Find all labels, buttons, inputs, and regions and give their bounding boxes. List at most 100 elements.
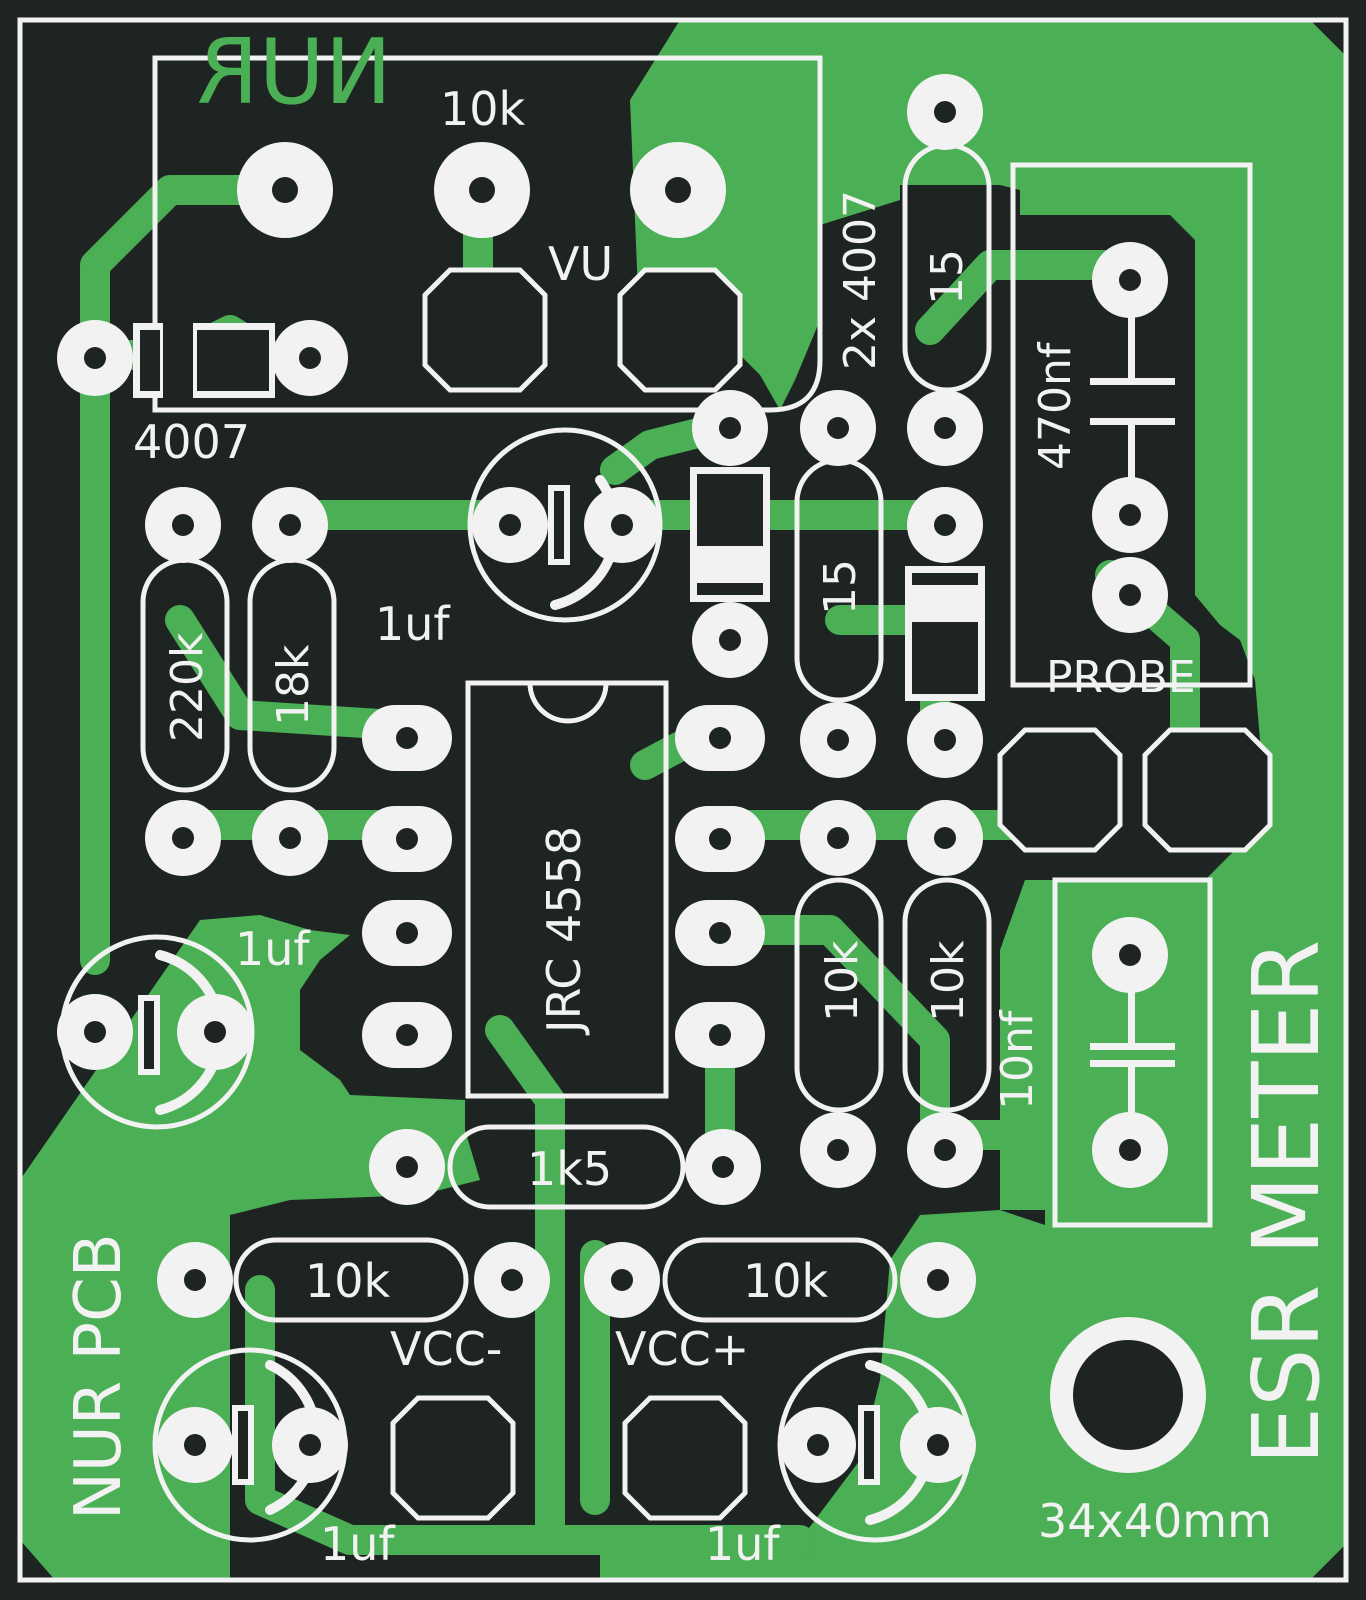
probe-label: PROBE (1046, 652, 1196, 703)
pot-outline (152, 55, 823, 413)
cap-10nf-lead-top (1128, 970, 1135, 1045)
resistor-15-top-label: 15 (922, 249, 973, 305)
drill-diode-left-a (84, 347, 106, 369)
drill-pot-2 (469, 177, 495, 203)
cap-1uf-bottom-right-label: 1uf (705, 1517, 781, 1571)
board-title: ESR METER (1233, 940, 1340, 1465)
drill-cap-top-right (611, 514, 633, 536)
cap-1uf-bottom-left-label: 1uf (320, 1517, 396, 1571)
drill-pot-right-square (667, 317, 693, 343)
resistor-10k-b-label: 10k (923, 940, 974, 1022)
vcc-minus-label: VCC- (390, 1322, 502, 1376)
resistor-10k-bottom-left-label: 10k (305, 1254, 391, 1308)
cap-1uf-left-polarity-bar-inner (144, 1001, 154, 1069)
drill-ic-pin-4 (396, 1024, 418, 1046)
copper-pour-bottom-left (20, 915, 480, 1580)
cap-1uf-bottom-left-polarity-bar-inner (238, 1411, 248, 1479)
resistor-1k5-label: 1k5 (527, 1142, 612, 1196)
drill-470nf-top (934, 101, 956, 123)
cap-1uf-top-polarity-bar-inner (554, 491, 564, 559)
drill-cap-left-b (204, 1021, 226, 1043)
diode-pair-a-inner-bottom (697, 583, 763, 595)
diode-pair-a-inner (697, 474, 763, 546)
drill-18k-top (279, 514, 301, 536)
resistor-10k-bottom-left-body (233, 1237, 469, 1323)
drill-probe-3 (1119, 584, 1141, 606)
diode-pair-b-inner (912, 622, 978, 694)
drill-1k5-left (396, 1156, 418, 1178)
trace-pot-left-to-power (80, 175, 295, 975)
resistor-10k-b-body (902, 877, 992, 1113)
board-size-label: 34x40mm (1038, 1494, 1272, 1548)
diode-left-label: 4007 (133, 415, 250, 469)
pot-label: VU (548, 237, 613, 291)
resistor-10k-bottom-right-body (662, 1237, 898, 1323)
drill-cap-bl-b (299, 1434, 321, 1456)
drill-row-right (934, 514, 956, 536)
ic-label: JRC 4558 (537, 826, 591, 1036)
drill-15-mid-bottom (827, 729, 849, 751)
cap-470nf-lead-bottom (1128, 422, 1135, 502)
drill-10nf-top (1119, 944, 1141, 966)
drill-10k-a-bottom (827, 1139, 849, 1161)
cap-470nf-plate-bottom (1090, 418, 1175, 425)
cap-470nf-plate-top (1090, 378, 1175, 385)
drill-probe-left-square (1047, 777, 1073, 803)
drill-10k-a-top (827, 827, 849, 849)
diode-left-cathode-band (163, 323, 193, 398)
resistor-15-mid-label: 15 (815, 559, 866, 615)
drill-pot-3 (665, 177, 691, 203)
drill-holes (84, 101, 1220, 1471)
drill-vcc-minus (440, 1445, 466, 1471)
resistor-10k-bottom-right-label: 10k (743, 1254, 829, 1308)
drill-cap-br-a (807, 1434, 829, 1456)
drill-probe-2 (1119, 504, 1141, 526)
diode-left-inner-right (197, 330, 269, 391)
pot-value-label: 10k (440, 82, 526, 136)
copper-pour-top-right (630, 20, 1345, 1580)
drill-ic-pin-2 (396, 828, 418, 850)
silkscreen-labels: NUR 10k VU 4007 2x 4007 15 470nf 1uf 15 … (62, 20, 1340, 1571)
drill-10k-b-top (934, 827, 956, 849)
drill-220k-bottom (172, 827, 194, 849)
drill-10k-br-left (611, 1269, 633, 1291)
drill-ic-pin-1 (396, 727, 418, 749)
resistor-18k-label: 18k (268, 644, 319, 726)
drill-probe-1 (1119, 269, 1141, 291)
vcc-plus-label: VCC+ (615, 1322, 749, 1376)
resistor-1k5-body (447, 1124, 686, 1210)
drill-ic-pin-8 (709, 727, 731, 749)
cap-1uf-bottom-right-polarity-bar-inner (864, 1411, 874, 1479)
diode-pair-b-inner-top (912, 573, 978, 585)
ic-outline (465, 680, 669, 1099)
drill-cap-br-b (927, 1434, 949, 1456)
drill-diode-pair-bottom (719, 629, 741, 651)
drill-ic-pin-5 (709, 1024, 731, 1046)
drill-cap-top-left (499, 514, 521, 536)
cap-1uf-top-label: 1uf (375, 597, 451, 651)
drill-ic-pin-3 (396, 922, 418, 944)
drill-15-top-bottom (934, 417, 956, 439)
silkscreen-fills (133, 300, 1175, 1485)
drill-15-mid-top (827, 417, 849, 439)
mounting-hole (1073, 1340, 1183, 1450)
drill-pot-1 (272, 177, 298, 203)
cap-10nf-label: 10nf (992, 1009, 1043, 1110)
brand-label: NUR PCB (62, 1233, 136, 1520)
drill-probe-right-square (1194, 777, 1220, 803)
cap-10nf-plate-top (1090, 1043, 1175, 1050)
drill-pot-left-square (472, 317, 498, 343)
drill-vcc-plus (672, 1445, 698, 1471)
diode-pair-label: 2x 4007 (835, 190, 886, 370)
resistor-10k-a-label: 10k (817, 940, 868, 1022)
drill-10k-bl-left (184, 1269, 206, 1291)
copper-pour-bottom-right (600, 1210, 1215, 1580)
square-pads (390, 267, 1273, 1521)
mirror-brand-label: NUR (196, 20, 392, 125)
drill-diode-pair-b-bottom (934, 729, 956, 751)
cap-10nf-outline (1052, 877, 1213, 1228)
drill-ic-pin-7 (709, 828, 731, 850)
drill-220k-top (172, 514, 194, 536)
drill-10nf-bottom (1119, 1139, 1141, 1161)
